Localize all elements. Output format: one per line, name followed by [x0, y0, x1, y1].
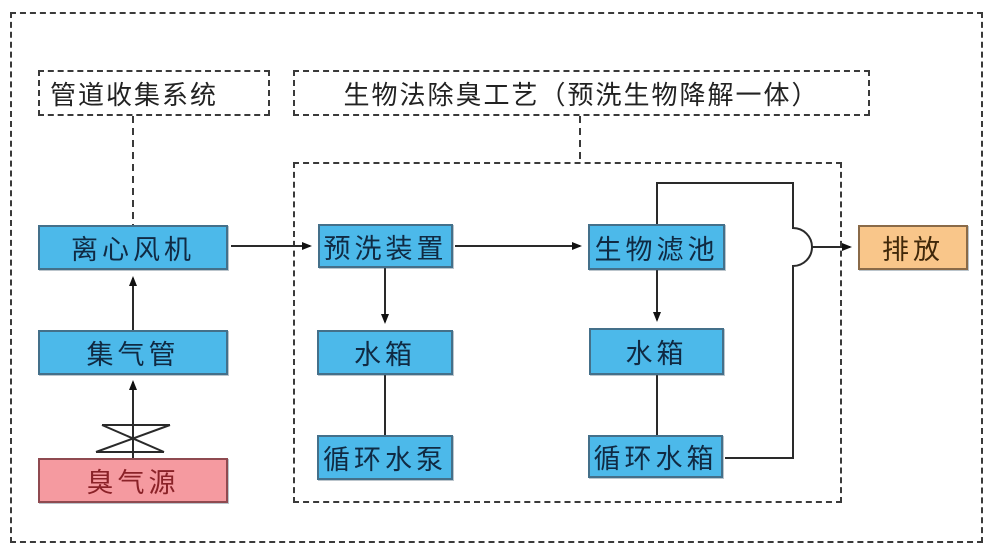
- outer-dashed-border: [10, 12, 983, 543]
- node-gas-collection-pipe-label: 集气管: [86, 340, 180, 370]
- node-odor-source-label: 臭气源: [86, 468, 180, 498]
- node-biofilter: 生物滤池: [588, 224, 725, 270]
- node-water-tank-right: 水箱: [589, 328, 724, 375]
- bio-process-group-box: [293, 162, 842, 503]
- node-centrifugal-fan: 离心风机: [38, 225, 228, 270]
- node-prewash-unit-label: 预洗装置: [323, 233, 448, 264]
- node-water-tank-mid-label: 水箱: [354, 340, 416, 370]
- node-circulating-tank: 循环水箱: [588, 435, 723, 478]
- bio-process-label-box: 生物法除臭工艺（预洗生物降解一体）: [293, 70, 870, 116]
- node-centrifugal-fan-label: 离心风机: [71, 235, 195, 265]
- node-prewash-unit: 预洗装置: [318, 224, 453, 268]
- node-biofilter-label: 生物滤池: [594, 234, 719, 265]
- node-circulating-pump: 循环水泵: [317, 435, 453, 480]
- pipeline-system-label-box: 管道收集系统: [38, 70, 270, 116]
- pipeline-system-label: 管道收集系统: [50, 80, 219, 110]
- node-gas-collection-pipe: 集气管: [38, 330, 228, 375]
- node-discharge-label: 排放: [882, 235, 944, 265]
- node-circulating-pump-label: 循环水泵: [323, 445, 447, 475]
- node-odor-source: 臭气源: [38, 458, 228, 503]
- node-circulating-tank-label: 循环水箱: [593, 444, 718, 474]
- node-discharge: 排放: [858, 225, 968, 270]
- bio-process-label: 生物法除臭工艺（预洗生物降解一体）: [343, 80, 820, 110]
- node-water-tank-right-label: 水箱: [625, 339, 688, 369]
- node-water-tank-mid: 水箱: [317, 330, 453, 375]
